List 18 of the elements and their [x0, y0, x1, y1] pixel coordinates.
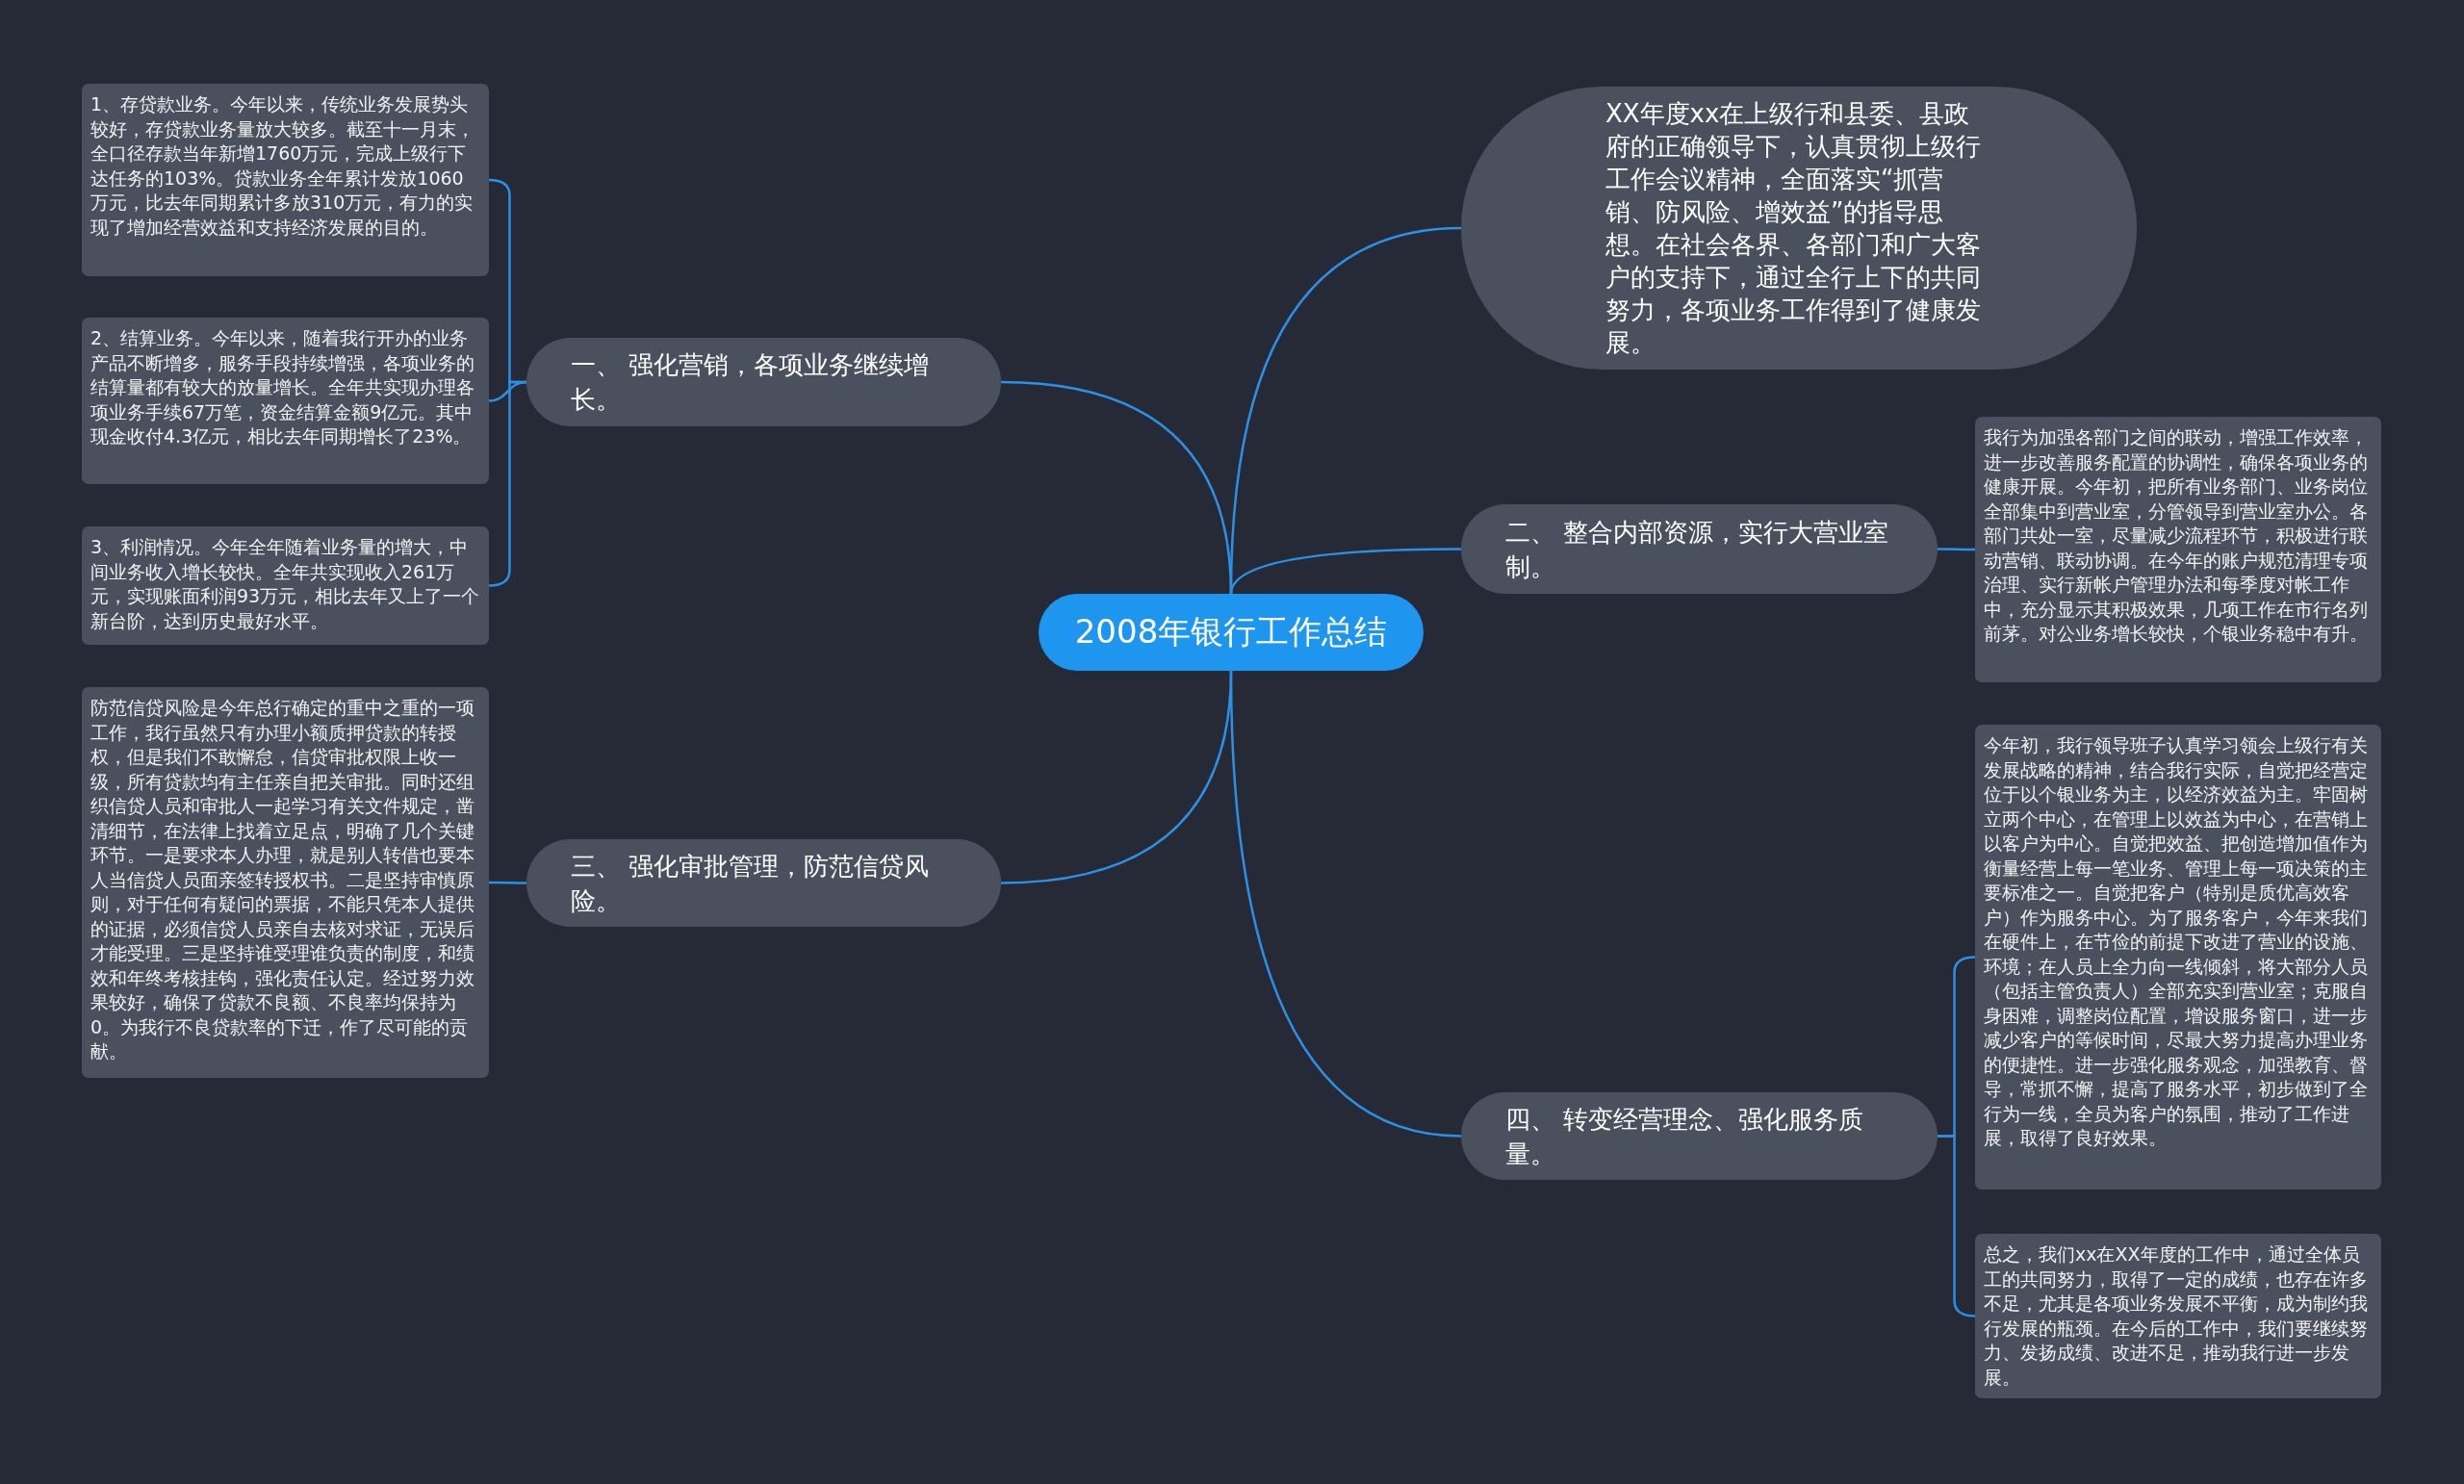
branch-topic: 一、 强化营销，各项业务继续增长。: [526, 338, 1001, 426]
branch-topic: 二、 整合内部资源，实行大营业室制。: [1461, 504, 1938, 594]
connector-line: [489, 881, 526, 884]
connector-line: [1229, 548, 1461, 595]
detail-card: 1、存贷款业务。今年以来，传统业务发展势头较好，存贷款业务量放大较多。截至十一月末，全口径存款当年新增1760万元，完成上级行下达任务的103%。贷款业务全年累计发放1060万元，比去年同期累计多放310万元，有力的实现了增加经营效益和支持经济发展的目的。: [82, 84, 489, 276]
detail-card: 今年初，我行领导班子认真学习领会上级行有关发展战略的精神，结合我行实际，自觉把经营定位于以个银业务为主，以经济效益为主。牢固树立两个中心，在管理上以效益为中心，在营销上以客户为中心。自觉把效益、把创造增加值作为衡量经营上每一笔业务、管理上每一项决策的主要标准之一。自觉把客户（特别是质优高效客户）作为服务中心。为了服务客户，今年来我们在硬件上，在节俭的前提下改进了营业的设施、环境；在人员上全力向一线倾斜，将大部分人员（包括主管负责人）全部充实到营业室；克服自身困难，调整岗位配置，增设服务窗口，进一步减少客户的等候时间，尽最大努力提高办理业务的便捷性。进一步强化服务观念，加强教育、督导，常抓不懈，提高了服务水平，初步做到了全行为一线，全员为客户的氛围，推动了工作进展，取得了良好效果。: [1975, 725, 2381, 1190]
connector-line: [1938, 548, 1975, 551]
central-topic: 2008年银行工作总结: [1039, 594, 1424, 671]
connector-line: [488, 380, 527, 402]
detail-card: 我行为加强各部门之间的联动，增强工作效率，进一步改善服务配置的协调性，确保各项业务的健康开展。今年初，把所有业务部门、业务岗位全部集中到营业室，分管领导到营业室办公。各部门共处一室，尽量减少流程环节，积极进行联动营销、联动协调。在今年的账户规范清理专项治理、实行新帐户管理办法和每季度对帐工作中，充分显示其积极效果，几项工作在市行名列前茅。对公业务增长较快，个银业务稳中有升。: [1975, 417, 2381, 682]
branch-topic: 四、 转变经营理念、强化服务质量。: [1461, 1092, 1938, 1180]
branch-topic: 三、 强化审批管理，防范信贷风险。: [526, 839, 1001, 927]
detail-card: 3、利润情况。今年全年随着业务量的增大，中间业务收入增长较快。全年共实现收入261万元，实现账面利润93万元，相比去年又上了一个新台阶，达到历史最好水平。: [82, 526, 489, 645]
summary-bubble: XX年度xx在上级行和县委、县政府的正确领导下，认真贯彻上级行工作会议精神，全面落实“抓营销、防风险、增效益”的指导思想。在社会各界、各部门和广大客户的支持下，通过全行上下的共同努力，各项业务工作得到了健康发展。: [1461, 87, 2137, 370]
detail-card: 总之，我们xx在XX年度的工作中，通过全体员工的共同努力，取得了一定的成绩，也存在许多不足，尤其是各项业务发展不平衡，成为制约我行发展的瓶颈。在今后的工作中，我们要继续努力、发扬成绩、改进不足，推动我行进一步发展。: [1975, 1234, 2381, 1398]
connector-line: [1229, 670, 1462, 1138]
detail-card: 2、结算业务。今年以来，随着我行开办的业务产品不断增多，服务手段持续增强，各项业务的结算量都有较大的放量增长。全年共实现办理各项业务手续67万笔，资金结算金额9亿元。其中现金收付4.3亿元，相比去年同期增长了23%。: [82, 318, 489, 484]
detail-card: 防范信贷风险是今年总行确定的重中之重的一项工作，我行虽然只有办理小额质押贷款的转授权，但是我们不敢懈怠，信贷审批权限上收一级，所有贷款均有主任亲自把关审批。同时还组织信贷人员和审批人一起学习有关文件规定，凿清细节，在法律上找着立足点，明确了几个关键环节。一是要求本人办理，就是别人转借也要本人当信贷人员面亲签转授权书。二是坚持审慎原则，对于任何有疑问的票据，不能只凭本人提供的证据，必须信贷人员亲自去核对求证，无误后才能受理。三是坚持谁受理谁负责的制度，和绩效和年终考核挂钩，强化责任认定。经过努力效果较好，确保了贷款不良额、不良率均保持为0。为我行不良贷款率的下迁，作了尽可能的贡献。: [82, 687, 489, 1078]
